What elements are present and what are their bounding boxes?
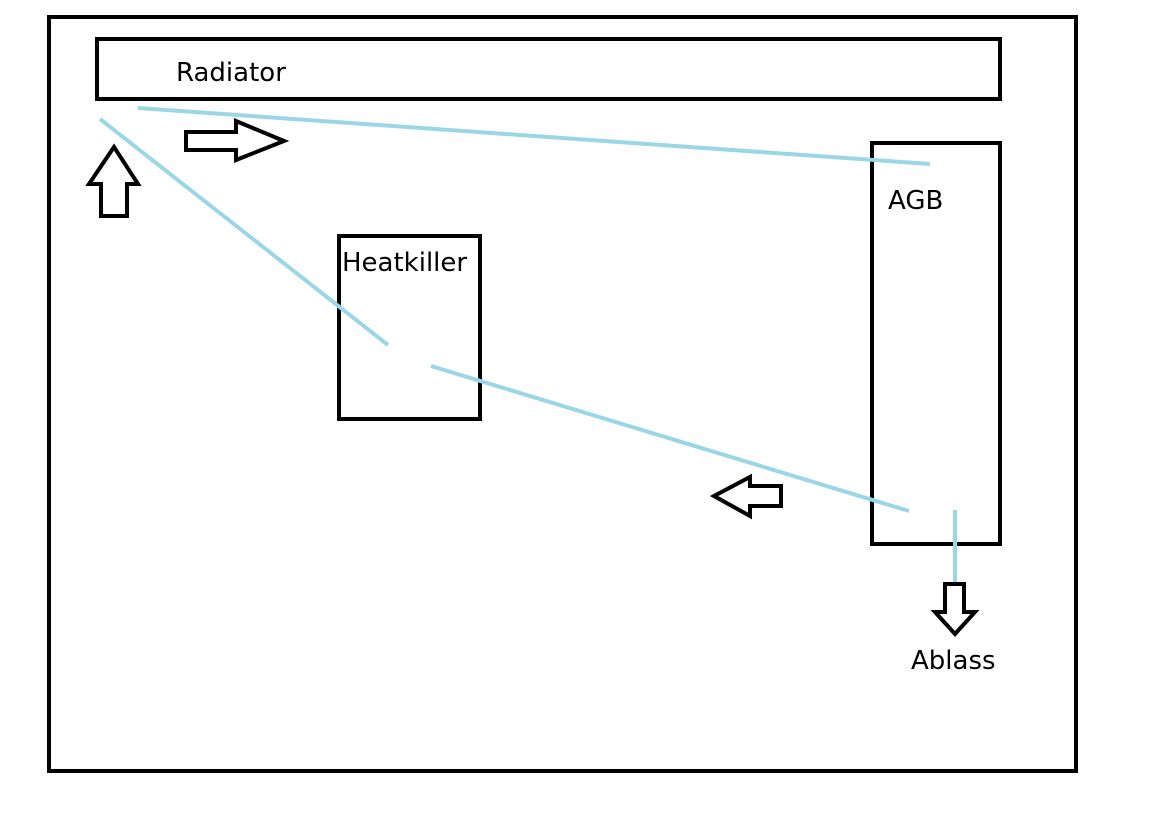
heatkiller-box <box>337 234 482 421</box>
drain-label: Ablass <box>911 646 996 676</box>
tube-agb-to-heatkiller <box>430 364 910 513</box>
drain-arrow-down-icon <box>930 582 980 637</box>
outer-frame <box>47 15 1078 773</box>
agb-label: AGB <box>888 186 943 216</box>
radiator-label: Radiator <box>176 58 286 88</box>
flow-arrow-left-icon <box>709 473 783 520</box>
agb-box <box>870 141 1002 546</box>
tube-heatkiller-to-radiator <box>98 117 390 347</box>
tube-radiator-to-agb <box>137 106 931 166</box>
flow-arrow-up-icon <box>85 143 142 218</box>
radiator-box <box>95 37 1002 101</box>
heatkiller-label: Heatkiller <box>342 248 467 278</box>
flow-arrow-right-icon <box>184 118 290 163</box>
